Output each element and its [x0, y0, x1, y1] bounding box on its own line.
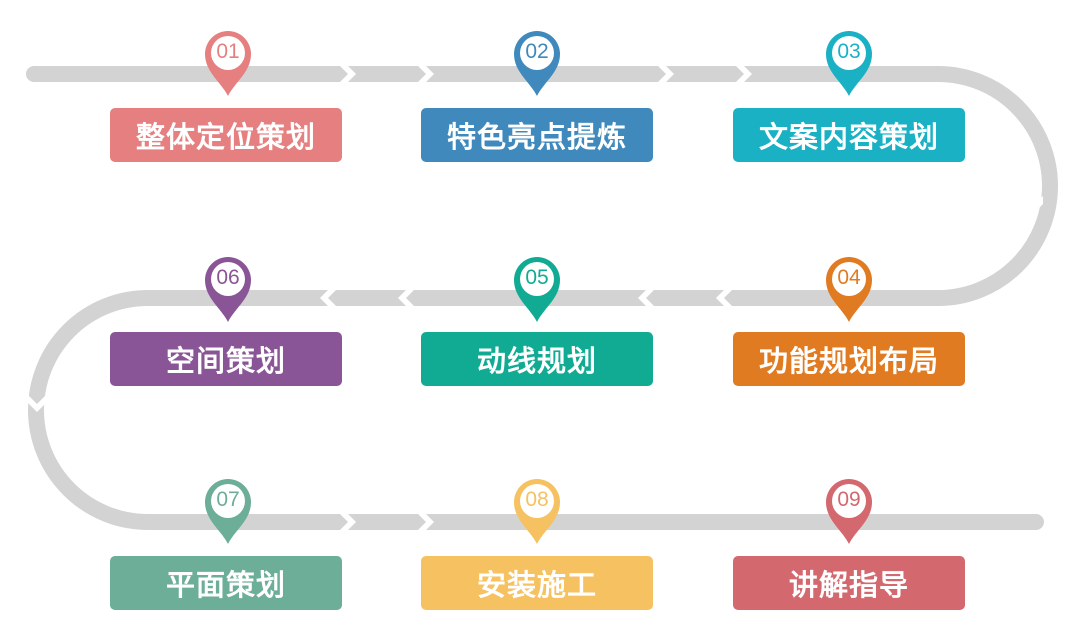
step-03-number: 03	[837, 40, 861, 63]
step-09-number: 09	[837, 488, 861, 511]
step-02-marker-pin: 02	[512, 30, 562, 98]
step-08-label: 安装施工	[421, 556, 653, 610]
step-05-marker-pin: 05	[512, 256, 562, 324]
map-pin-icon	[205, 31, 251, 96]
map-pin-icon	[205, 479, 251, 544]
map-pin-icon	[826, 257, 872, 322]
step-04-label: 功能规划布局	[733, 332, 965, 386]
pin-inner-circle	[832, 484, 866, 518]
step-09-marker-pin: 09	[824, 478, 874, 546]
map-pin-icon	[514, 479, 560, 544]
step-01-number: 01	[216, 40, 240, 63]
step-08-marker-pin: 08	[512, 478, 562, 546]
pin-inner-circle	[832, 262, 866, 296]
step-08-number: 08	[525, 488, 549, 511]
map-pin-icon	[826, 31, 872, 96]
step-02-number: 02	[525, 40, 549, 63]
step-07-label: 平面策划	[110, 556, 342, 610]
step-01-label: 整体定位策划	[110, 108, 342, 162]
step-05-number: 05	[525, 266, 549, 289]
pin-inner-circle	[520, 484, 554, 518]
pin-inner-circle	[211, 36, 245, 70]
step-07-number: 07	[216, 488, 240, 511]
step-06-number: 06	[216, 266, 240, 289]
step-04-marker-pin: 04	[824, 256, 874, 324]
step-03-label: 文案内容策划	[733, 108, 965, 162]
step-06-marker-pin: 06	[203, 256, 253, 324]
pin-inner-circle	[520, 262, 554, 296]
step-01-marker-pin: 01	[203, 30, 253, 98]
map-pin-icon	[205, 257, 251, 322]
pin-inner-circle	[832, 36, 866, 70]
step-09-label: 讲解指导	[733, 556, 965, 610]
pin-inner-circle	[211, 484, 245, 518]
pin-inner-circle	[520, 36, 554, 70]
step-04-number: 04	[837, 266, 861, 289]
pin-inner-circle	[211, 262, 245, 296]
map-pin-icon	[514, 31, 560, 96]
step-03-marker-pin: 03	[824, 30, 874, 98]
step-07-marker-pin: 07	[203, 478, 253, 546]
map-pin-icon	[514, 257, 560, 322]
map-pin-icon	[826, 479, 872, 544]
step-05-label: 动线规划	[421, 332, 653, 386]
step-02-label: 特色亮点提炼	[421, 108, 653, 162]
step-06-label: 空间策划	[110, 332, 342, 386]
